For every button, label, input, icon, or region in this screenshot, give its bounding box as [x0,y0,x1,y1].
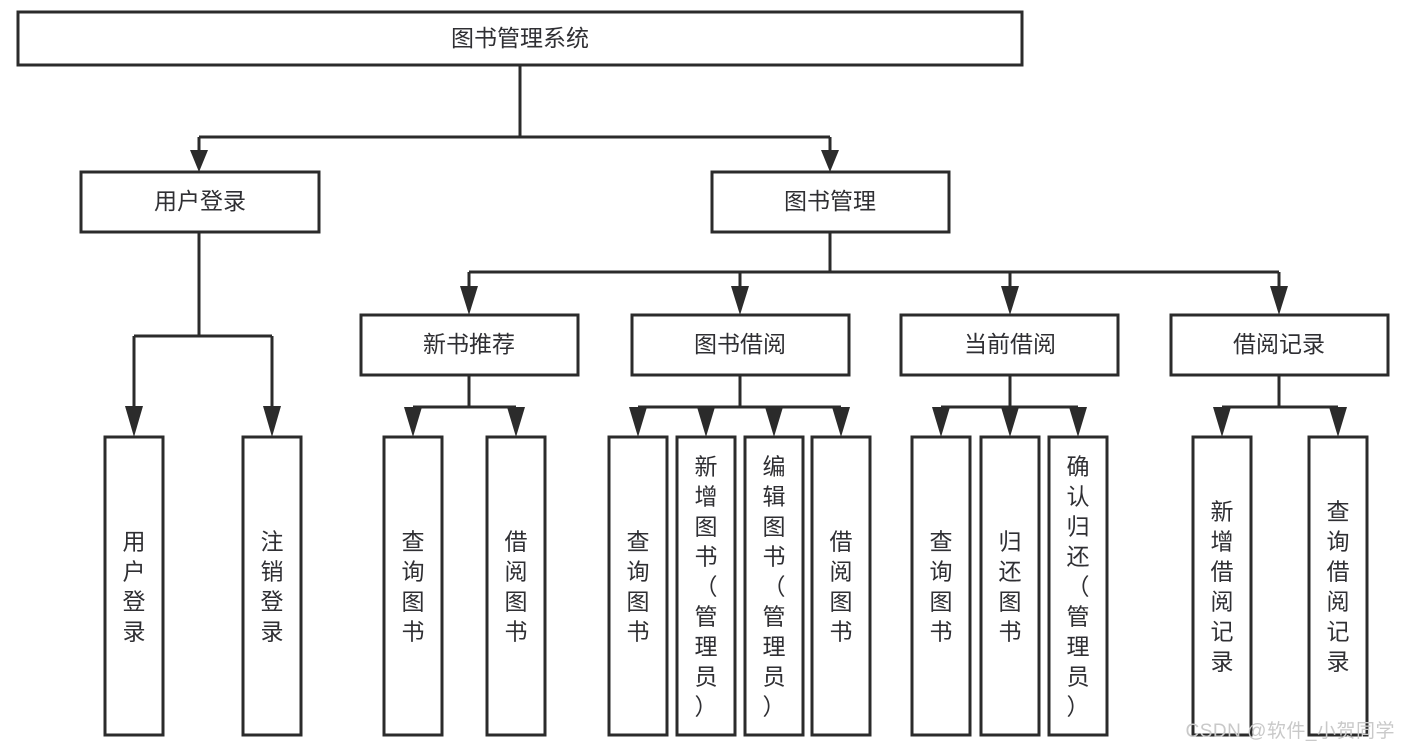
node-leaf-user-logout[interactable]: 注销登录 [241,435,303,737]
arrow-head-leaf-query-book-1 [404,407,422,437]
arrow-head-leaf-borrow-book-1 [507,407,525,437]
node-current-borrow-label: 当前借阅 [964,331,1056,357]
node-leaf-add-record-label: 新增借阅记录 [1211,498,1234,674]
node-user-login-box[interactable] [79,170,321,234]
node-leaf-query-book-3-box[interactable] [910,435,972,737]
node-leaf-borrow-book-1-label: 借阅图书 [505,528,528,644]
arrow-head-leaf-edit-book [765,407,783,437]
node-leaf-borrow-book-2[interactable]: 借阅图书 [810,435,872,737]
node-leaf-add-book-label: 新增图书（管理员） [695,453,718,719]
arrow-head-leaf-return-book [1001,407,1019,437]
node-root-label: 图书管理系统 [451,25,589,51]
node-leaf-query-book-3[interactable]: 查询图书 [910,435,972,737]
node-current-borrow[interactable]: 当前借阅 [899,313,1120,377]
node-leaf-user-login-box[interactable] [103,435,165,737]
arrow-head-user-login [190,150,208,172]
arrow-head-book-borrow [731,286,749,315]
node-book-management-label: 图书管理 [784,188,876,214]
connector-layer [125,65,1347,437]
node-leaf-query-book-2-label: 查询图书 [627,528,650,644]
node-leaf-add-book[interactable]: 新增图书（管理员） [675,435,737,737]
arrow-head-borrow-record [1270,286,1288,315]
arrow-head-leaf-query-book-3 [932,407,950,437]
node-leaf-borrow-book-1[interactable]: 借阅图书 [485,435,547,737]
node-leaf-user-login[interactable]: 用户登录 [103,435,165,737]
node-current-borrow-box[interactable] [899,313,1120,377]
arrow-head-leaf-user-login [125,406,143,437]
node-new-book-recommend-label: 新书推荐 [423,331,515,357]
node-leaf-user-logout-box[interactable] [241,435,303,737]
node-leaf-add-record[interactable]: 新增借阅记录 [1191,435,1253,737]
node-leaf-confirm-return[interactable]: 确认归还（管理员） [1047,435,1109,737]
node-leaf-borrow-book-2-box[interactable] [810,435,872,737]
node-leaf-user-login-label: 用户登录 [123,528,146,644]
node-book-management-box[interactable] [710,170,951,234]
node-book-borrow-label: 图书借阅 [694,331,786,357]
arrow-head-leaf-confirm-return [1069,407,1087,437]
node-book-borrow[interactable]: 图书借阅 [630,313,851,377]
node-borrow-record-label: 借阅记录 [1233,331,1325,357]
node-leaf-query-book-1-label: 查询图书 [402,528,425,644]
node-leaf-edit-book-box[interactable] [743,435,805,737]
arrow-head-leaf-add-book [697,407,715,437]
node-leaf-add-book-box[interactable] [675,435,737,737]
node-leaf-query-book-1-box[interactable] [382,435,444,737]
node-book-management[interactable]: 图书管理 [710,170,951,234]
node-leaf-query-book-1[interactable]: 查询图书 [382,435,444,737]
arrow-head-new-book-recommend [460,286,478,315]
node-leaf-borrow-book-2-label: 借阅图书 [830,528,853,644]
node-new-book-recommend-box[interactable] [359,313,580,377]
node-root[interactable]: 图书管理系统 [16,10,1024,67]
node-leaf-query-record-label: 查询借阅记录 [1327,498,1350,674]
node-leaf-return-book-label: 归还图书 [999,528,1022,644]
node-leaf-return-book[interactable]: 归还图书 [979,435,1041,737]
arrow-head-leaf-query-record [1329,407,1347,437]
node-leaf-query-book-3-label: 查询图书 [930,528,953,644]
node-leaf-confirm-return-box[interactable] [1047,435,1109,737]
node-leaf-edit-book-label: 编辑图书（管理员） [763,453,786,719]
node-leaf-borrow-book-1-box[interactable] [485,435,547,737]
node-borrow-record-box[interactable] [1169,313,1390,377]
arrow-head-leaf-add-record [1213,407,1231,437]
node-leaf-user-logout-label: 注销登录 [261,528,284,644]
csdn-watermark: CSDN @软件_小贺同学 [1185,721,1395,742]
node-borrow-record[interactable]: 借阅记录 [1169,313,1390,377]
node-leaf-query-book-2[interactable]: 查询图书 [607,435,669,737]
arrow-head-leaf-borrow-book-2 [832,407,850,437]
node-leaf-return-book-box[interactable] [979,435,1041,737]
node-leaf-edit-book[interactable]: 编辑图书（管理员） [743,435,805,737]
node-leaf-query-record[interactable]: 查询借阅记录 [1307,435,1369,737]
node-new-book-recommend[interactable]: 新书推荐 [359,313,580,377]
arrow-head-leaf-user-logout [263,406,281,437]
arrow-head-leaf-query-book-2 [629,407,647,437]
node-leaf-query-book-2-box[interactable] [607,435,669,737]
node-leaf-confirm-return-label: 确认归还（管理员） [1067,453,1090,719]
arrow-head-book-management [821,150,839,172]
node-book-borrow-box[interactable] [630,313,851,377]
node-leaf-query-record-box[interactable] [1307,435,1369,737]
arrow-head-current-borrow [1001,286,1019,315]
node-leaf-add-record-box[interactable] [1191,435,1253,737]
node-user-login[interactable]: 用户登录 [79,170,321,234]
node-root-box[interactable] [16,10,1024,67]
node-user-login-label: 用户登录 [154,188,246,214]
